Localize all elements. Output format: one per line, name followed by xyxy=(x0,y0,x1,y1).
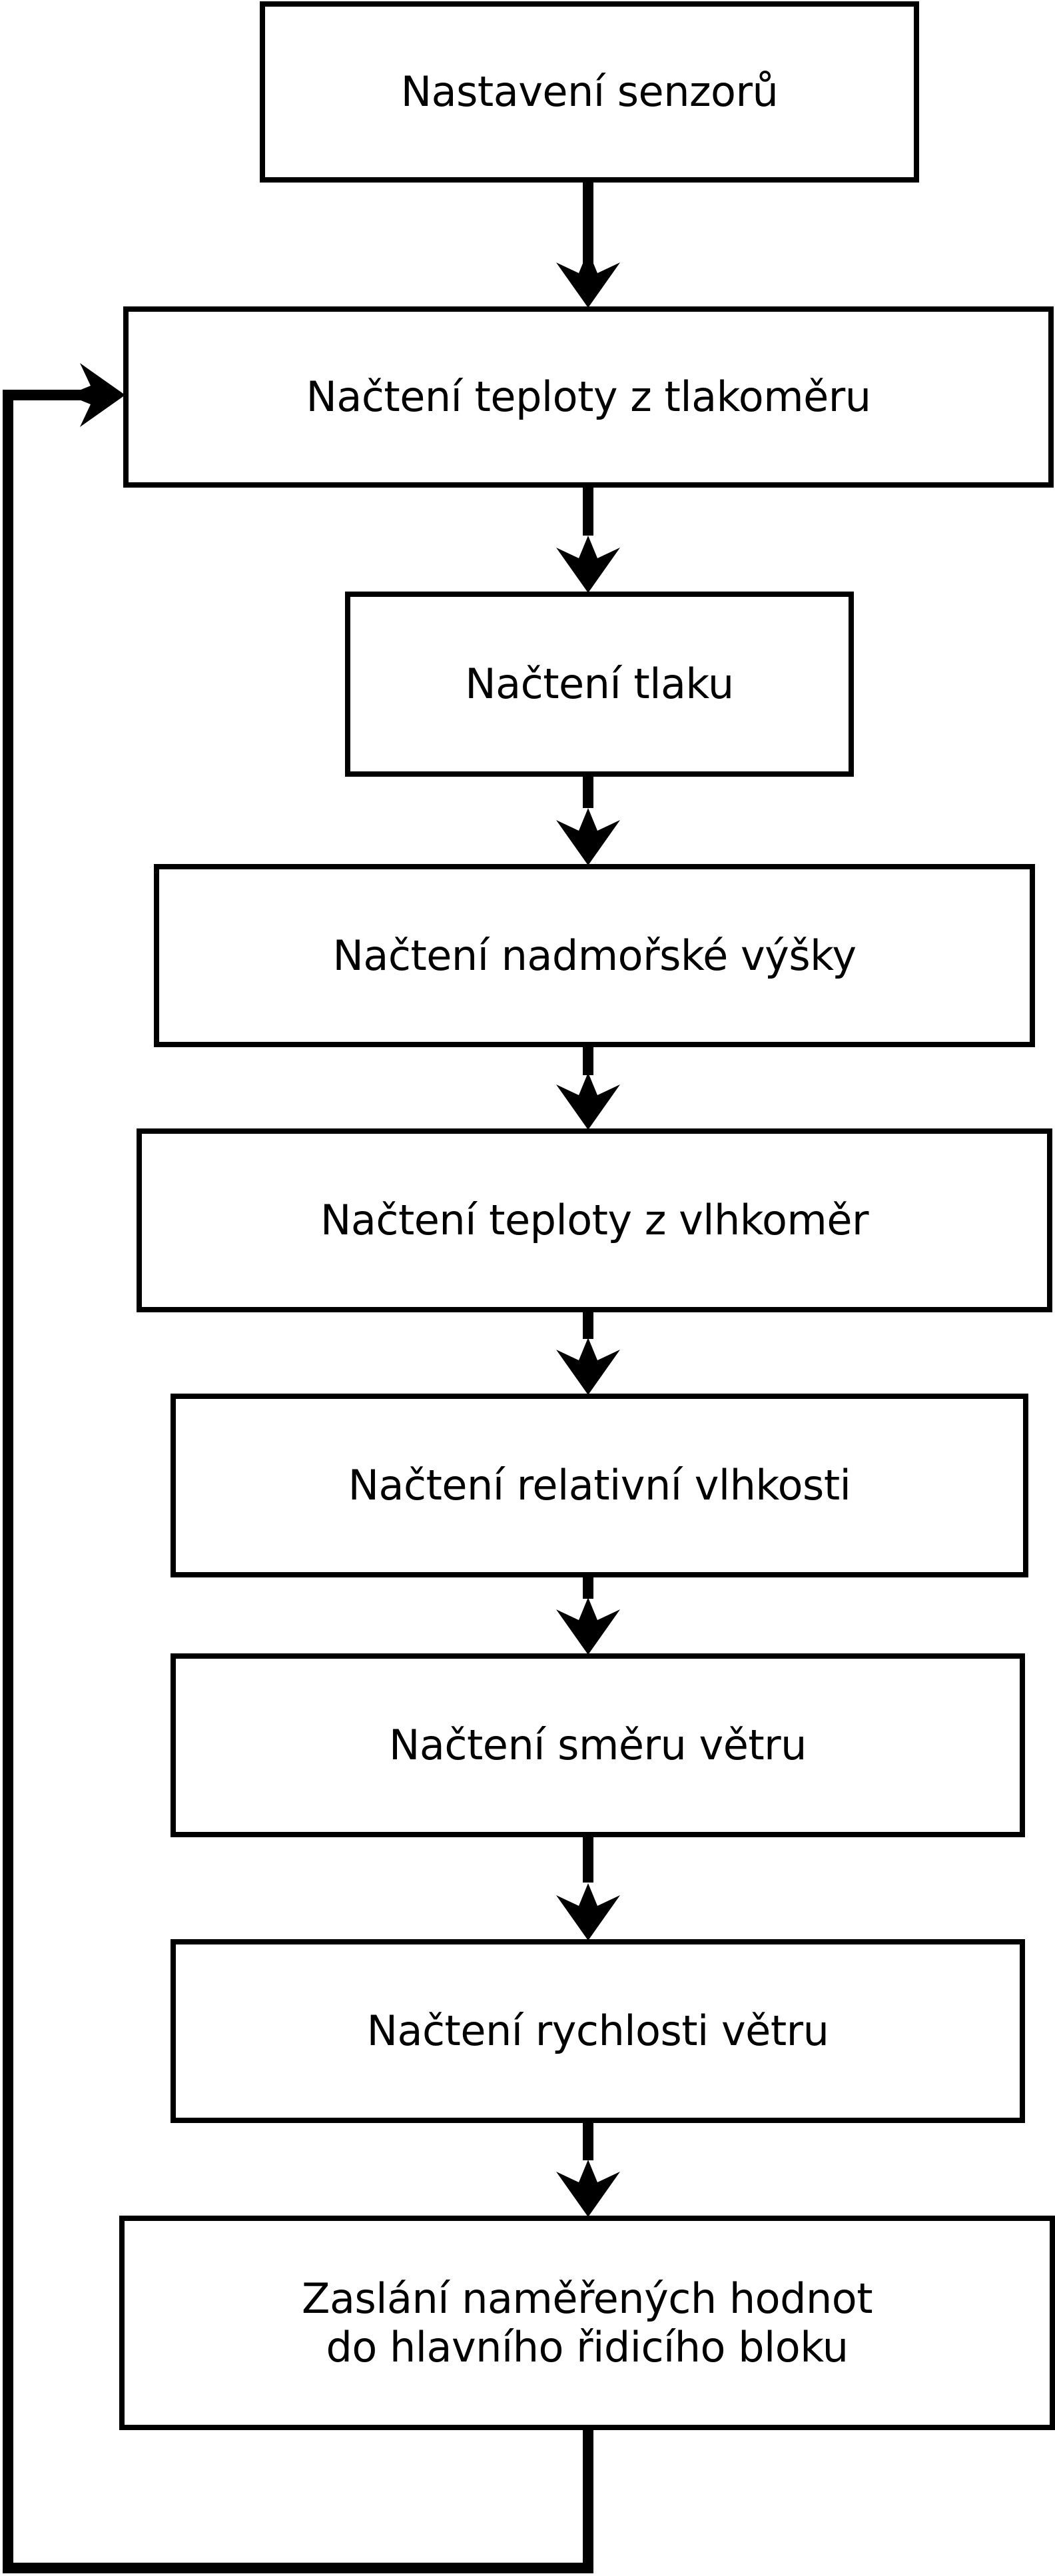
node-read-wind-direction[interactable]: Načtení směru větru xyxy=(171,1653,1025,1837)
connector-read-temp-baro-to-read-pressure xyxy=(556,488,620,593)
connector-loop-back xyxy=(3,363,593,2573)
node-setup-label: Nastavení senzorů xyxy=(400,67,779,117)
node-read-altitude-label: Načtení nadmořské výšky xyxy=(332,931,857,980)
node-read-altitude[interactable]: Načtení nadmořské výšky xyxy=(154,864,1035,1047)
node-read-pressure-label: Načtení tlaku xyxy=(465,659,734,709)
node-read-temp-hygro[interactable]: Načtení teploty z vlhkoměr xyxy=(137,1128,1052,1312)
node-read-temp-baro-label: Načtení teploty z tlakoměru xyxy=(306,372,871,422)
connector-setup-to-read-temp-baro xyxy=(556,183,620,308)
node-read-humidity[interactable]: Načtení relativní vlhkosti xyxy=(171,1394,1028,1577)
node-read-temp-baro[interactable]: Načtení teploty z tlakoměru xyxy=(123,306,1054,488)
connector-read-temp-hygro-to-read-humidity xyxy=(556,1312,620,1395)
node-send-values[interactable]: Zaslání naměřených hodnot do hlavního ři… xyxy=(119,2216,1055,2430)
connector-read-wind-speed-to-send-values xyxy=(556,2123,620,2217)
node-read-temp-hygro-label: Načtení teploty z vlhkoměr xyxy=(320,1196,869,1245)
connector-read-wind-direction-to-read-wind-speed xyxy=(556,1837,620,1940)
node-read-humidity-label: Načtení relativní vlhkosti xyxy=(348,1461,851,1510)
connector-read-humidity-to-read-wind-direction xyxy=(556,1577,620,1655)
node-setup[interactable]: Nastavení senzorů xyxy=(260,1,919,183)
node-read-wind-speed-label: Načtení rychlosti větru xyxy=(366,2006,829,2056)
node-read-wind-direction-label: Načtení směru větru xyxy=(389,1721,807,1770)
connector-read-pressure-to-read-altitude xyxy=(556,777,620,865)
node-send-values-label: Zaslání naměřených hodnot do hlavního ři… xyxy=(301,2274,873,2371)
node-read-pressure[interactable]: Načtení tlaku xyxy=(345,592,854,777)
connector-read-altitude-to-read-temp-hygro xyxy=(556,1047,620,1130)
node-read-wind-speed[interactable]: Načtení rychlosti větru xyxy=(171,1939,1025,2123)
